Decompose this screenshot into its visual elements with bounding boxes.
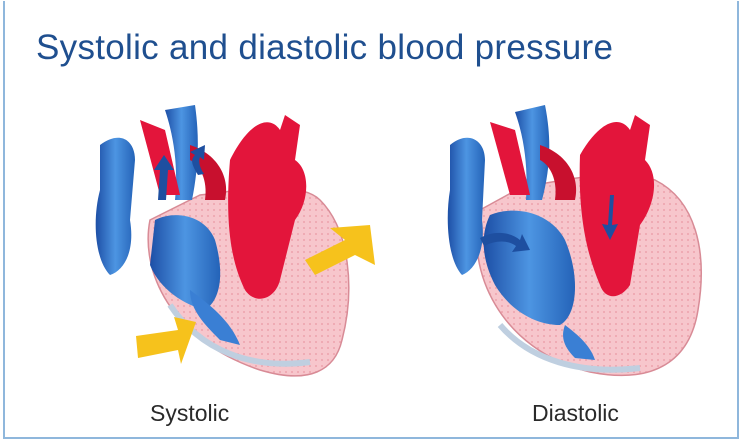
systolic-vena-cava <box>96 138 135 275</box>
pressure-arrow-right <box>300 220 380 280</box>
diastolic-heart-illustration <box>440 100 740 380</box>
frame-bottom-border <box>3 437 739 439</box>
diastolic-label: Diastolic <box>532 400 619 427</box>
diagram-title: Systolic and diastolic blood pressure <box>36 28 613 68</box>
systolic-label: Systolic <box>150 400 229 427</box>
pressure-arrow-bottom <box>126 312 206 370</box>
